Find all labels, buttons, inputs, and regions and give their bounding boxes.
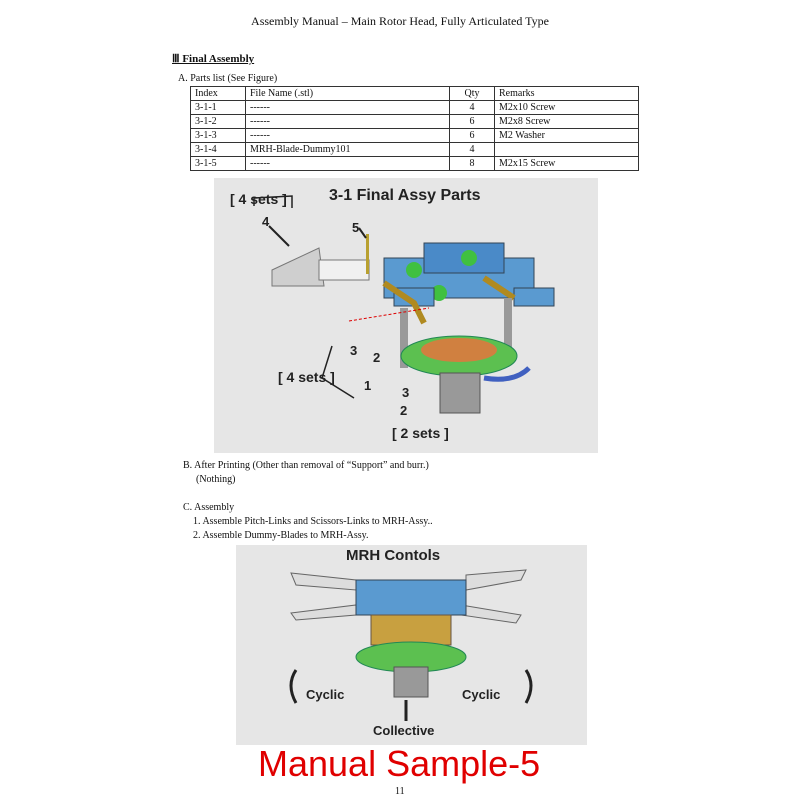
label-3: 3 [402, 385, 410, 400]
label-4-sets: [ 4 sets ] [278, 369, 335, 385]
col-header: File Name (.stl) [245, 86, 450, 101]
cell: ------ [245, 100, 450, 115]
cell: M2x8 Screw [494, 114, 639, 129]
cell: 3-1-4 [190, 142, 246, 157]
col-header: Index [190, 86, 246, 101]
cell: M2 Washer [494, 128, 639, 143]
after-printing-note: (Nothing) [196, 474, 236, 485]
label-collective: Collective [373, 723, 435, 738]
cell: 8 [449, 156, 495, 171]
page-header: Assembly Manual – Main Rotor Head, Fully… [251, 14, 549, 28]
cell: 3-1-3 [190, 128, 246, 143]
rotor-assembly-illustration [289, 569, 533, 721]
section-title: Ⅲ Final Assembly [172, 53, 255, 65]
cell: ------ [245, 156, 450, 171]
cell: ------ [245, 128, 450, 143]
figure-title: 3-1 Final Assy Parts [329, 187, 481, 204]
figure-mrh-controls: MRH Contols Cyclic Cyclic Collective [236, 545, 587, 745]
page-number: 11 [395, 786, 405, 797]
assembly-heading: C. Assembly [183, 502, 235, 513]
cell: 6 [449, 114, 495, 129]
cell: MRH-Blade-Dummy101 [245, 142, 450, 157]
cell: 3-1-2 [190, 114, 246, 129]
cell: M2x15 Screw [494, 156, 639, 171]
col-header: Qty [449, 86, 495, 101]
label-2: 2 [400, 403, 408, 418]
label-4-sets: [ 4 sets ] [230, 191, 287, 207]
cell: 3-1-1 [190, 100, 246, 115]
assembly-step: 2. Assemble Dummy-Blades to MRH-Assy. [193, 530, 369, 541]
cell: ------ [245, 114, 450, 129]
col-header: Remarks [494, 86, 639, 101]
cell: 3-1-5 [190, 156, 246, 171]
label-5: 5 [352, 220, 360, 235]
label-cyclic-right: Cyclic [462, 687, 501, 702]
label-4: 4 [262, 214, 270, 229]
label-2-sets: [ 2 sets ] [392, 425, 449, 441]
rotor-head-illustration [253, 195, 555, 414]
label-2: 2 [373, 350, 381, 365]
figure-title: MRH Contols [346, 547, 441, 564]
label-cyclic-left: Cyclic [306, 687, 345, 702]
cell: M2x10 Screw [494, 100, 639, 115]
parts-list-heading: A. Parts list (See Figure) [178, 73, 278, 84]
cell: 4 [449, 142, 495, 157]
cell: 4 [449, 100, 495, 115]
cell: 6 [449, 128, 495, 143]
label-1: 1 [364, 378, 372, 393]
watermark: Manual Sample-5 [258, 743, 541, 784]
after-printing-heading: B. After Printing (Other than removal of… [183, 460, 429, 471]
cell [494, 142, 639, 157]
label-3: 3 [350, 343, 358, 358]
assembly-step: 1. Assemble Pitch-Links and Scissors-Lin… [193, 516, 433, 527]
figure-final-assy-parts: 3-1 Final Assy Parts [ 4 sets ] 4 5 3 2 … [214, 178, 598, 453]
